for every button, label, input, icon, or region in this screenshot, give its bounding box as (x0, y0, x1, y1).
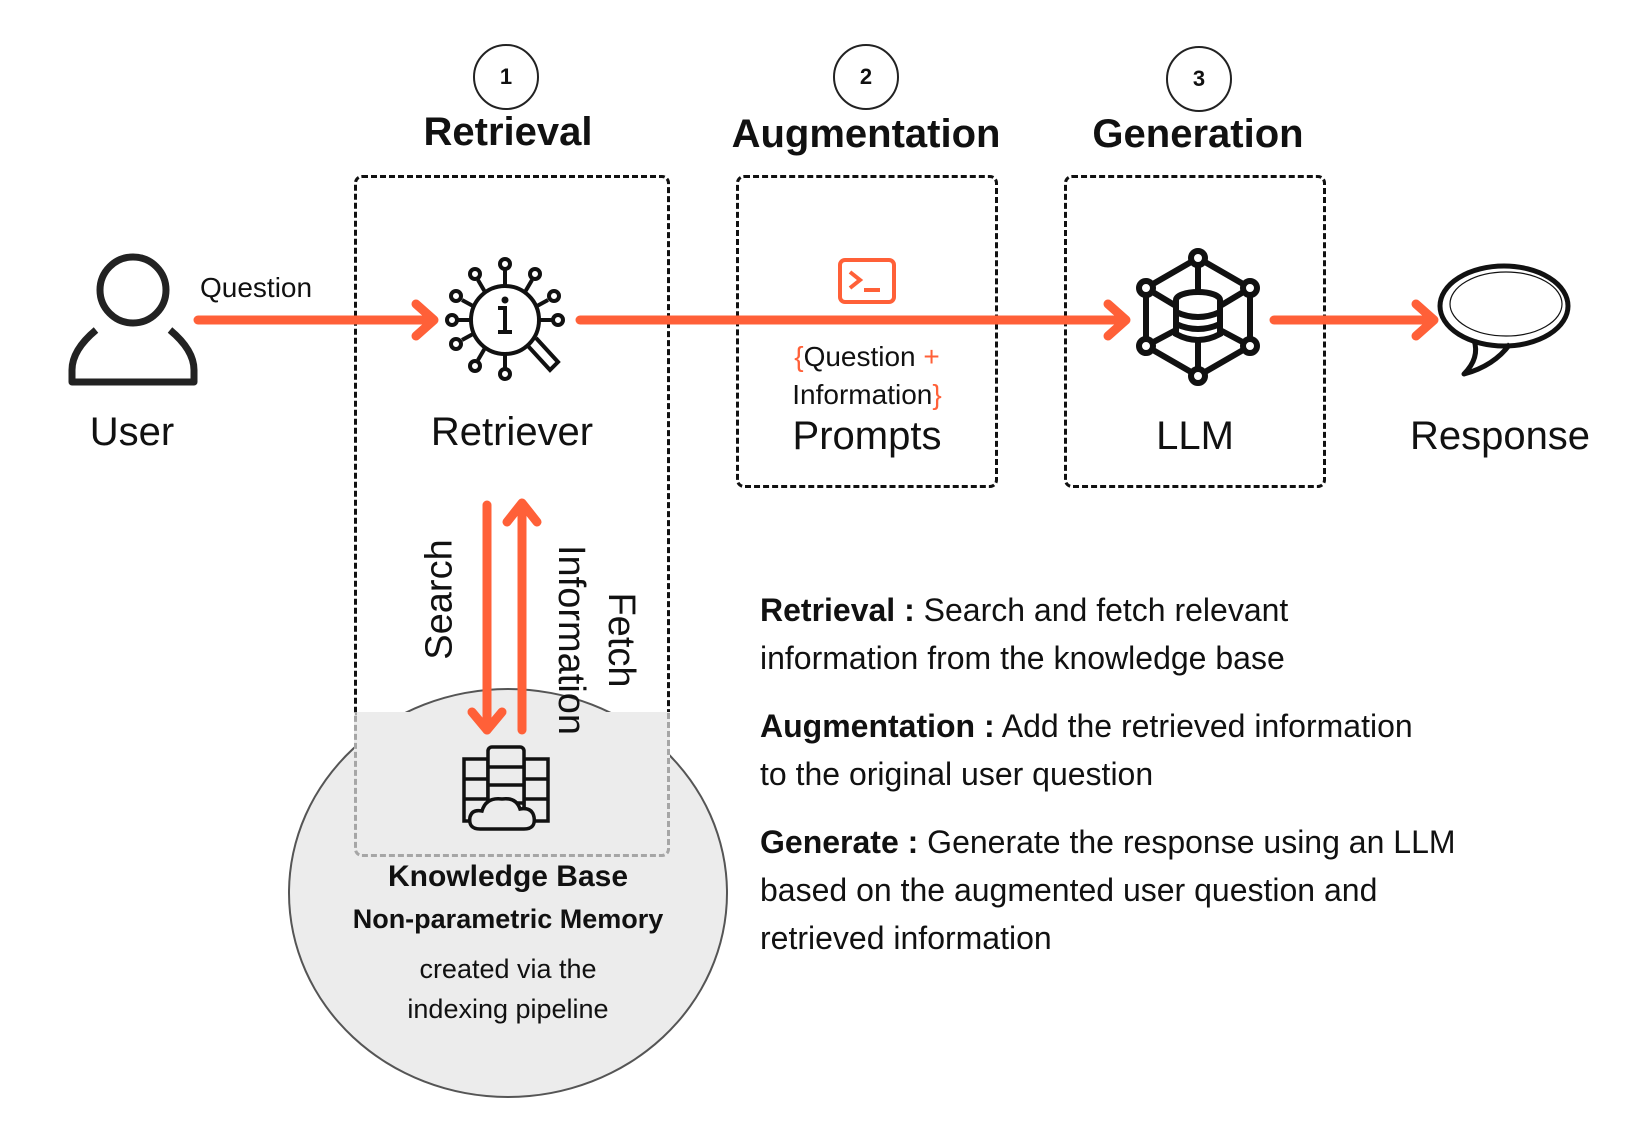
search-edge-label-wrap: Search (418, 528, 461, 668)
augmentation-box (736, 175, 998, 488)
fetch-edge-label-wrap: Fetch Information (546, 500, 646, 735)
user-icon (68, 253, 198, 386)
stage-title-augmentation: Augmentation (731, 112, 1001, 156)
desc-term: Retrieval : (760, 592, 915, 628)
server-cloud-icon (462, 745, 550, 831)
speech-bubble-icon (1437, 263, 1571, 377)
stage-number-2: 2 (833, 44, 899, 110)
user-label: User (89, 410, 175, 454)
retriever-label: Retriever (430, 410, 594, 454)
stage-number-3: 3 (1166, 46, 1232, 112)
question-edge-label: Question (200, 272, 313, 303)
terminal-icon (838, 258, 896, 304)
arrowhead-fetch (502, 498, 542, 527)
info-search-icon (445, 257, 565, 381)
prompt-question: Question (803, 341, 924, 372)
response-label: Response (1409, 414, 1591, 458)
arrowhead-prompt (1103, 299, 1131, 341)
database-network-icon (1136, 248, 1260, 386)
knowledge-base-note-1: created via the (419, 954, 597, 984)
desc-term: Generate : (760, 824, 919, 860)
arrowhead-search (467, 707, 507, 735)
desc-text: retrieved information (760, 920, 1052, 956)
prompts-label: Prompts (792, 414, 942, 458)
fetch-label-line2: Information (550, 544, 592, 736)
arrowhead-question (411, 299, 439, 341)
llm-label: LLM (1156, 414, 1234, 458)
knowledge-base-title: Knowledge Base (387, 860, 629, 893)
fetch-edge-label: Fetch Information (546, 525, 646, 755)
stage-number-1: 1 (473, 44, 539, 110)
search-edge-label: Search (418, 539, 461, 660)
stage-title-generation: Generation (1092, 112, 1304, 156)
description-augmentation: Augmentation : Add the retrieved informa… (760, 702, 1600, 798)
description-generate: Generate : Generate the response using a… (760, 818, 1600, 962)
fetch-label-line1: Fetch (600, 592, 642, 688)
desc-text: to the original user question (760, 756, 1154, 792)
prompt-information: Information (792, 379, 933, 410)
knowledge-base-note-2: indexing pipeline (407, 994, 609, 1024)
prompt-template-text: {Question + Information} (736, 338, 998, 414)
desc-term: Augmentation : (760, 708, 995, 744)
desc-text: information from the knowledge base (760, 640, 1285, 676)
description-retrieval: Retrieval : Search and fetch relevant in… (760, 586, 1600, 682)
generation-box (1064, 175, 1326, 488)
arrowhead-response (1411, 299, 1439, 341)
desc-text: Add the retrieved information (1001, 708, 1413, 744)
brace-open: { (794, 341, 804, 372)
desc-text: Generate the response using an LLM (927, 824, 1456, 860)
desc-text: Search and fetch relevant (923, 592, 1289, 628)
stage-title-retrieval: Retrieval (423, 110, 593, 154)
desc-text: based on the augmented user question and (760, 872, 1378, 908)
brace-close: } (932, 379, 942, 410)
knowledge-base-subtitle: Non-parametric Memory (352, 904, 664, 934)
plus-sign: + (923, 341, 940, 372)
